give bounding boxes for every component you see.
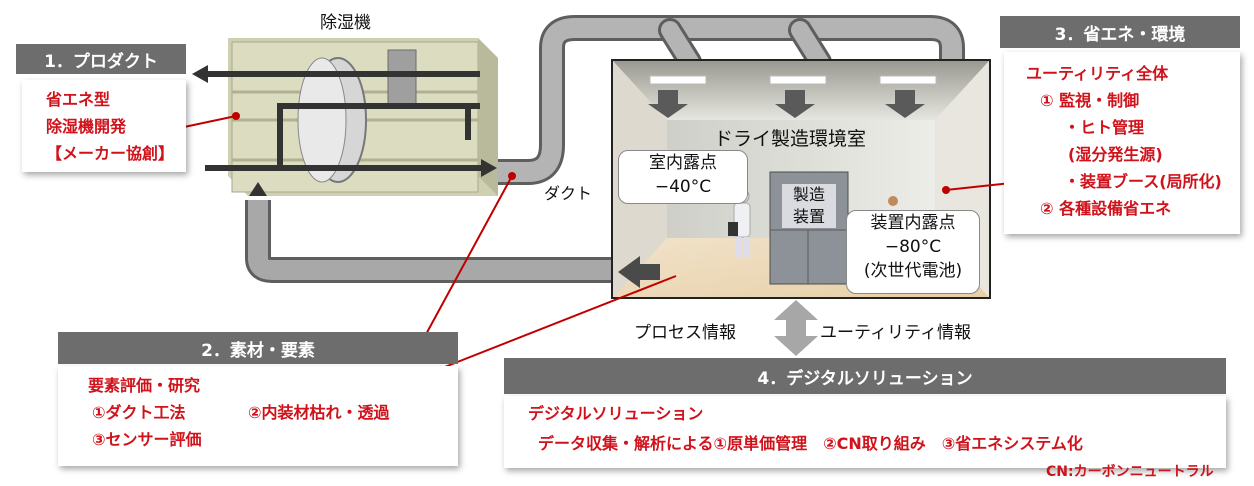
section4-note: CN:カーボンニュートラル — [1046, 464, 1214, 480]
section3-line6: ② 各種設備省エネ — [1040, 199, 1172, 218]
section2-title: 要素評価・研究 — [88, 376, 201, 395]
section1-panel: 省エネ型 除湿機開発 【メーカー協創】 — [22, 80, 186, 172]
section4-line2: データ収集・解析による①原単価管理 ②CN取り組み ③省エネシステム化 — [538, 434, 1083, 453]
equipment-dewpoint-value: −80°C — [884, 237, 942, 257]
equipment-dewpoint-bubble: 装置内露点 −80°C (次世代電池) — [846, 210, 980, 294]
section3-header: 3．省エネ・環境 — [1000, 16, 1240, 48]
process-info-label: プロセス情報 — [634, 323, 736, 343]
section1-line2: 除湿機開発 — [46, 117, 127, 136]
section2-item2: ②内装材枯れ・透過 — [248, 403, 390, 422]
section4-header: 4．デジタルソリューション — [504, 358, 1226, 394]
section1-header: 1．プロダクト — [16, 44, 186, 74]
supply-duct — [482, 15, 965, 185]
dehumidifier-label: 除湿機 — [320, 13, 371, 33]
dehumidifier-machine — [192, 38, 498, 196]
room-title: ドライ製造環境室 — [714, 128, 867, 150]
room-dewpoint-label: 室内露点 — [649, 153, 717, 173]
section3-line5: ・装置ブース(局所化) — [1064, 172, 1222, 191]
return-duct — [245, 200, 612, 283]
section4-panel: デジタルソリューション データ収集・解析による①原単価管理 ②CN取り組み ③省… — [504, 396, 1226, 468]
section2-item3: ③センサー評価 — [92, 430, 202, 449]
section3-panel: ユーティリティ全体 ① 監視・制御 ・ヒト管理 (湿分発生源) ・装置ブース(局… — [1004, 52, 1240, 234]
section2-panel: 要素評価・研究 ①ダクト工法 ②内装材枯れ・透過 ③センサー評価 — [58, 366, 458, 466]
section1-text: 省エネ型 除湿機開発 【メーカー協創】 — [46, 86, 174, 167]
section2-header: 2．素材・要素 — [58, 332, 458, 364]
section3-line2: ① 監視・制御 — [1040, 91, 1140, 110]
room-dewpoint-bubble: 室内露点 −40°C — [618, 150, 748, 204]
section3-line3: ・ヒト管理 — [1064, 118, 1145, 137]
equipment-dewpoint-note: (次世代電池) — [863, 261, 963, 281]
room-dewpoint-value: −40°C — [654, 177, 712, 197]
section3-line4: (湿分発生源) — [1068, 145, 1163, 164]
info-flow-arrow — [774, 300, 818, 356]
equipment-label-line1: 製造 — [792, 185, 825, 204]
section2-item1: ①ダクト工法 — [92, 403, 186, 422]
section1-line3: 【メーカー協創】 — [46, 144, 175, 163]
duct-label: ダクト — [544, 184, 593, 203]
utility-info-label: ユーティリティ情報 — [820, 323, 971, 343]
section3-text: ユーティリティ全体 ① 監視・制御 ・ヒト管理 (湿分発生源) ・装置ブース(局… — [1026, 60, 1222, 222]
equipment-label: 製造 装置 — [782, 184, 836, 228]
equipment-dewpoint-label: 装置内露点 — [870, 213, 956, 233]
equipment-label-line2: 装置 — [792, 207, 825, 226]
section1-line1: 省エネ型 — [46, 90, 111, 109]
section4-title: デジタルソリューション — [528, 404, 704, 423]
section3-line1: ユーティリティ全体 — [1026, 64, 1169, 83]
